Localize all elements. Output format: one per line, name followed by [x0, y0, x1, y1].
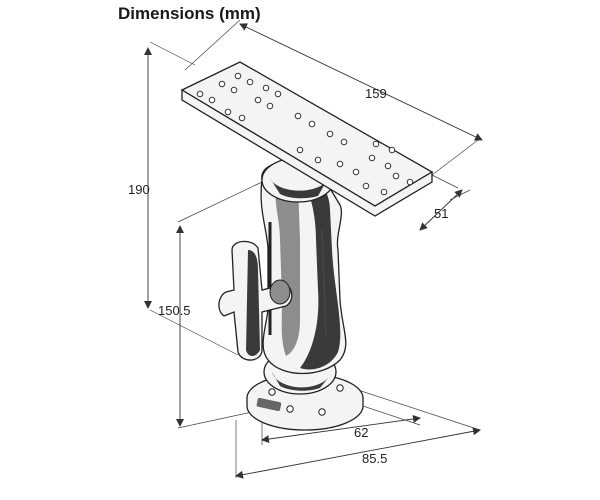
dim-label-arm-height: 150.5	[158, 303, 191, 318]
dim-label-base-outer: 85.5	[362, 451, 387, 466]
dim-label-base-inner: 62	[354, 425, 368, 440]
dim-label-plate-length: 159	[365, 86, 387, 101]
wing-knob	[218, 240, 293, 361]
page-title: Dimensions (mm)	[118, 4, 261, 23]
dim-label-plate-width: 51	[434, 206, 448, 221]
socket-arm	[260, 161, 347, 375]
dimension-lines	[144, 23, 483, 479]
dim-label-overall-height: 190	[128, 182, 150, 197]
